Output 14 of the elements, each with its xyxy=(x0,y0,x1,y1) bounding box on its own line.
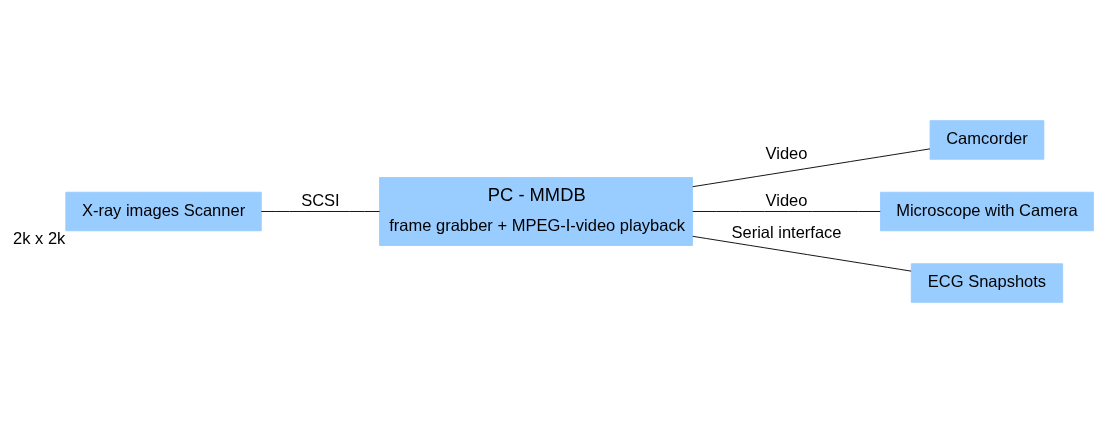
edge-label: Serial interface xyxy=(731,223,842,242)
node-box: Microscope with Camera xyxy=(880,191,1094,232)
connector xyxy=(692,211,881,212)
node-box: PC - MMDB frame grabber + MPEG-I-video playback xyxy=(379,177,693,246)
node-box: Camcorder xyxy=(929,120,1045,160)
node-box: ECG Snapshots xyxy=(910,263,1064,303)
connector xyxy=(260,211,381,212)
edge-label: Video xyxy=(765,191,808,210)
edge-label: SCSI xyxy=(301,191,340,210)
node-box: X-ray images Scanner xyxy=(65,191,262,232)
node-label: 2k x 2k xyxy=(13,228,66,247)
connector xyxy=(692,148,931,188)
edge-label: Video xyxy=(765,143,808,162)
connector xyxy=(692,235,912,272)
